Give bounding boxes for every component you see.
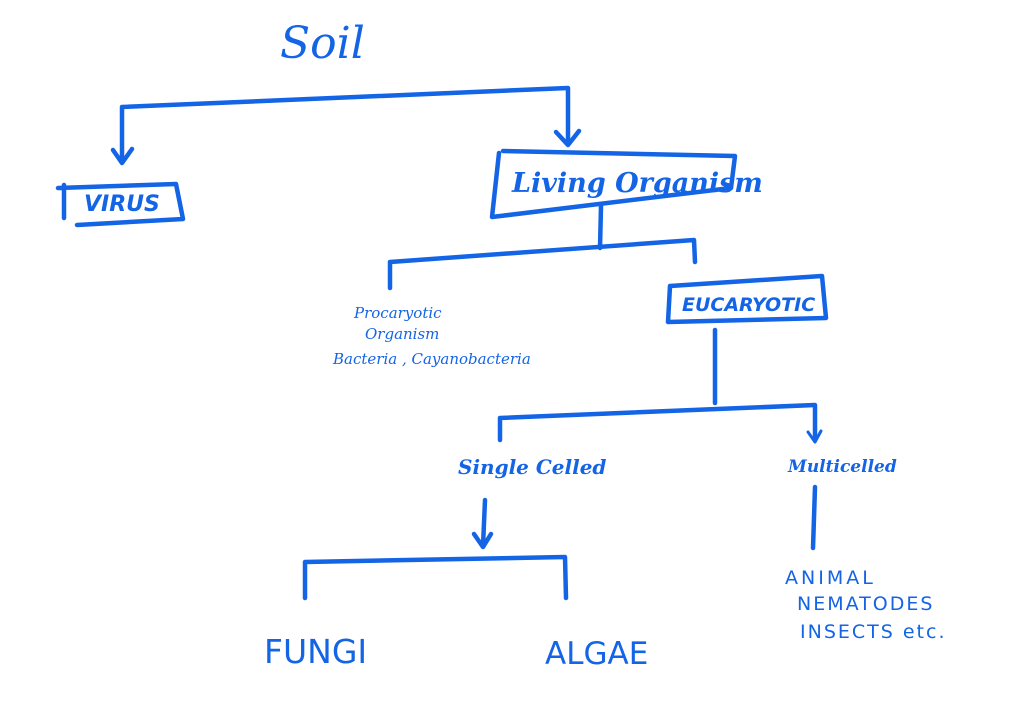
living-organism-box <box>489 148 738 220</box>
multicelled-example-line3: INSECTS etc. <box>800 621 946 643</box>
virus-arrowhead <box>110 146 135 166</box>
virus-label: VIRUS <box>84 192 160 217</box>
single-celled-bracket <box>302 554 569 601</box>
multicelled-label: Multicelled <box>787 457 897 477</box>
living-branch-bar <box>387 237 698 291</box>
multicelled-stem <box>810 484 818 551</box>
procaryotic-line2: Organism <box>365 325 439 343</box>
root-branch-connector <box>119 85 571 165</box>
eucaryotic-label: EUCARYOTIC <box>682 294 815 316</box>
virus-box <box>55 181 186 228</box>
multicelled-example-line2: NEMATODES <box>797 593 934 615</box>
living-organism-label: Living Organism <box>511 168 763 199</box>
eucaryotic-bar <box>497 402 818 443</box>
single-celled-arrow <box>480 497 488 549</box>
multicelled-example-line1: ANIMAL <box>785 567 876 589</box>
root-label: Soil <box>280 18 365 69</box>
multicelled-arrowhead <box>806 429 823 444</box>
eucaryotic-box <box>665 273 829 325</box>
single-celled-arrowhead <box>471 531 494 550</box>
living-branch-stem <box>597 203 604 251</box>
fungi-label: FUNGI <box>264 632 367 671</box>
living-arrowhead <box>553 128 582 148</box>
procaryotic-line1: Procaryotic <box>353 304 442 322</box>
procaryotic-line3: Bacteria , Cayanobacteria <box>332 350 531 368</box>
algae-label: ALGAE <box>545 636 648 672</box>
single-celled-label: Single Celled <box>458 455 606 479</box>
